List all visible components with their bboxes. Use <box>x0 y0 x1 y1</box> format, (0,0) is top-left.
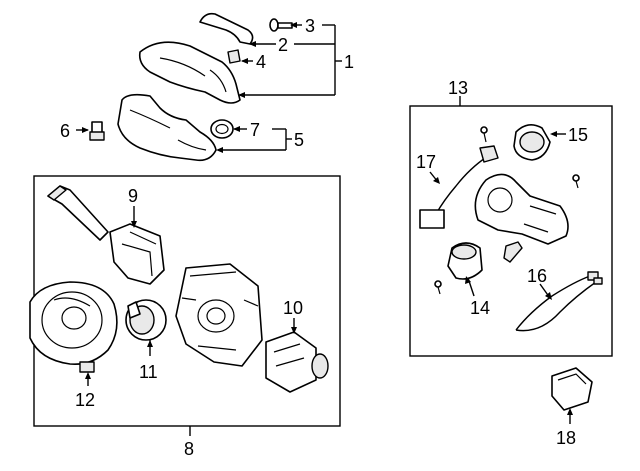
group8-leader-lines <box>85 206 297 386</box>
callout-7: 7 <box>250 120 260 140</box>
part-2-trim-strip <box>199 12 254 45</box>
part-10-switch-block <box>265 331 329 393</box>
callout-12: 12 <box>75 390 95 410</box>
small-screw <box>480 126 488 143</box>
part-1-upper-cover <box>138 41 241 104</box>
callout-18: 18 <box>556 428 576 448</box>
part-12-clock-spring <box>29 281 118 373</box>
ignition-assembly <box>419 124 603 332</box>
callout-6: 6 <box>60 121 70 141</box>
key-blank <box>503 241 523 263</box>
callout-16: 16 <box>527 266 547 286</box>
group-box-13 <box>409 105 613 357</box>
upper-leader-lines <box>76 22 342 153</box>
callout-4: 4 <box>256 52 266 72</box>
column-switch-housing <box>175 263 263 367</box>
part-6-bolt <box>89 121 105 141</box>
callout-5: 5 <box>294 130 304 150</box>
callout-2: 2 <box>278 35 288 55</box>
part-4-cap <box>227 49 241 64</box>
part-15-lock-bezel <box>513 124 551 161</box>
part-16-wire-loop <box>515 271 603 332</box>
part-9-stalk-switch <box>47 185 165 285</box>
part-11-sensor-ring <box>125 299 167 341</box>
callout-11: 11 <box>139 362 158 382</box>
part-17-harness <box>419 145 499 229</box>
callout-9: 9 <box>128 186 138 206</box>
ignition-lock-housing <box>474 173 569 245</box>
column-cover-assembly <box>89 12 293 162</box>
group13-leader-lines <box>429 131 566 300</box>
part-3-clip <box>269 18 293 32</box>
part-14-ignition-switch <box>447 242 483 280</box>
callout-labels: 1 2 3 4 5 6 7 8 9 10 11 12 13 14 15 16 1… <box>60 16 588 459</box>
callout-3: 3 <box>305 16 315 36</box>
callout-8: 8 <box>184 439 194 459</box>
callout-10: 10 <box>283 298 303 318</box>
callout-15: 15 <box>568 125 588 145</box>
callout-1: 1 <box>344 52 354 72</box>
small-screw <box>434 280 442 295</box>
part-5-lower-cover <box>117 93 217 162</box>
switch-assembly <box>29 185 329 393</box>
callout-17: 17 <box>416 152 436 172</box>
callout-14: 14 <box>470 298 490 318</box>
small-screw <box>572 174 580 189</box>
part-7-grommet <box>210 119 234 139</box>
callout-13: 13 <box>448 78 468 98</box>
part-18-cover-plate <box>551 367 593 411</box>
